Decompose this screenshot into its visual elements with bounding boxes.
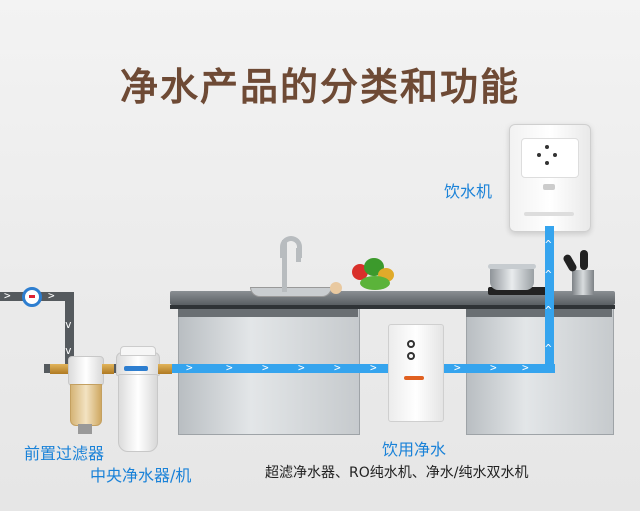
label-prefilter: 前置过滤器 (24, 444, 105, 463)
flow-arrow-icon: v (65, 344, 72, 357)
central-filter-connector (158, 364, 172, 374)
utensil-icon (562, 253, 578, 273)
central-filter-cap (120, 346, 156, 356)
inlet-pipe-vertical (65, 292, 74, 372)
flow-arrow-icon: > (490, 361, 497, 374)
ro-badge (404, 376, 424, 380)
induction-stove (488, 287, 548, 295)
flow-arrow-icon: > (522, 361, 529, 374)
faucet-head (296, 248, 301, 262)
faucet-spout (280, 236, 302, 258)
flow-arrow-icon: > (226, 361, 233, 374)
page-title: 净水产品的分类和功能 (119, 65, 520, 109)
water-pipe-horizontal (440, 364, 555, 373)
water-pipe-horizontal (150, 364, 402, 373)
water-pipe-vertical (545, 226, 554, 373)
flow-arrow-icon: > (4, 289, 11, 302)
ro-indicator (407, 340, 415, 348)
dispenser-nozzle (543, 184, 555, 190)
flow-arrow-icon: > (370, 361, 377, 374)
ro-indicator (407, 352, 415, 360)
label-dispenser: 饮水机 (444, 182, 493, 201)
dispenser-button (553, 153, 557, 157)
vegetable-icon (360, 276, 390, 290)
dispenser-button (545, 145, 549, 149)
dispenser-button (545, 161, 549, 165)
central-filter-badge (124, 366, 148, 371)
prefilter-head (68, 356, 104, 386)
flow-arrow-icon: > (334, 361, 341, 374)
utensil-icon (580, 250, 588, 270)
prefilter-bowl (70, 384, 102, 426)
label-drinking-water: 饮用净水 (382, 440, 447, 459)
gauge-needle (29, 295, 35, 298)
prefilter-valve (78, 424, 92, 434)
flow-arrow-icon: > (186, 361, 193, 374)
prefilter-connector (102, 364, 114, 374)
flow-arrow-icon: v (65, 318, 72, 331)
ro-purifier (388, 324, 444, 422)
flow-arrow-icon: ^ (545, 342, 552, 355)
flow-arrow-icon: > (262, 361, 269, 374)
flow-arrow-icon: > (48, 289, 55, 302)
label-drinking-sub: 超滤净水器、RO纯水机、净水/纯水双水机 (265, 465, 529, 481)
pot-lid (488, 264, 536, 269)
kitchen-sink (250, 287, 332, 297)
flow-arrow-icon: ^ (545, 304, 552, 317)
cooking-pot (490, 268, 534, 290)
label-central-purifier: 中央净水器/机 (90, 466, 192, 485)
countertop-edge (170, 305, 615, 309)
faucet-icon (282, 240, 287, 292)
utensil-holder (572, 270, 594, 295)
flow-arrow-icon: > (298, 361, 305, 374)
dispenser-panel (521, 138, 579, 178)
flow-arrow-icon: ^ (545, 238, 552, 251)
central-filter-bowl (118, 374, 158, 452)
flow-arrow-icon: > (454, 361, 461, 374)
flow-arrow-icon: ^ (545, 268, 552, 281)
dispenser-tray (524, 212, 574, 216)
dispenser-button (537, 153, 541, 157)
onion-icon (330, 282, 342, 294)
prefilter-connector (50, 364, 68, 374)
